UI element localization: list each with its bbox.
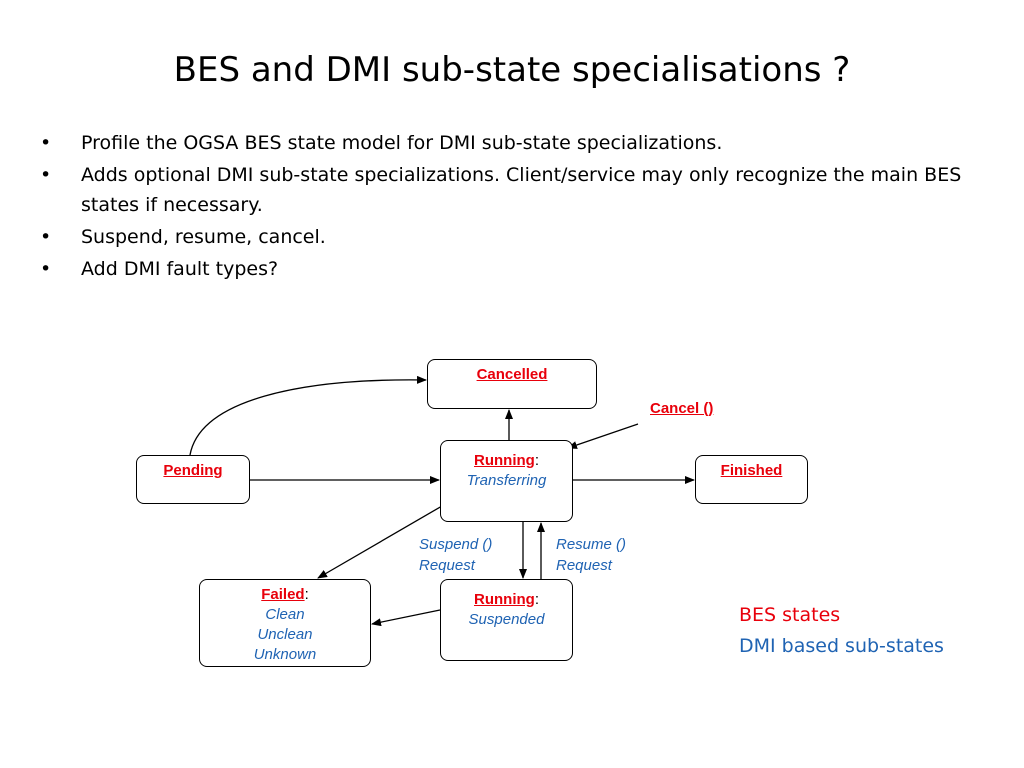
substate-label: Unclean [257, 626, 313, 643]
state-running-suspended: Running: Suspended [440, 579, 573, 661]
state-label: Failed [261, 586, 305, 603]
operation-text: Resume () [556, 536, 627, 553]
suspend-request-label: Suspend () Request [419, 534, 492, 576]
slide-title: BES and DMI sub-state specialisations ? [173, 50, 851, 90]
legend-bes-states: BES states [739, 604, 841, 626]
state-failed: Failed: Clean Unclean Unknown [199, 579, 371, 667]
state-label: Pending [163, 462, 223, 479]
state-separator: : [534, 452, 539, 469]
bullet-item: Suspend, resume, cancel. [40, 222, 980, 252]
state-pending: Pending [136, 455, 250, 504]
legend-dmi-substates: DMI based sub-states [739, 635, 944, 657]
resume-request-label: Resume () Request [556, 534, 626, 576]
arrow-pending-to-cancelled [189, 375, 427, 456]
substate-label: Transferring [466, 472, 547, 489]
operation-text: Suspend () [419, 536, 493, 553]
bullet-item: Add DMI fault types? [40, 254, 980, 284]
operation-text: Request [419, 557, 475, 574]
bullet-item: Adds optional DMI sub-state specializati… [40, 160, 980, 220]
substate-label: Unknown [253, 646, 317, 663]
arrow-cancel-op [567, 423, 639, 449]
state-cancelled: Cancelled [427, 359, 597, 409]
state-label: Running [474, 591, 535, 608]
state-running-transferring: Running: Transferring [440, 440, 573, 522]
cancel-operation-label: Cancel () [650, 400, 714, 417]
state-separator: : [534, 591, 539, 608]
arrow-running-to-failed [317, 505, 443, 579]
bullet-item: Profile the OGSA BES state model for DMI… [40, 128, 980, 158]
state-separator: : [304, 586, 309, 603]
state-label: Running [474, 452, 535, 469]
operation-text: Request [556, 557, 612, 574]
state-label: Finished [720, 462, 783, 479]
substate-label: Clean [265, 606, 305, 623]
state-finished: Finished [695, 455, 808, 504]
arrow-suspended-to-failed [371, 609, 441, 627]
bullet-list: Profile the OGSA BES state model for DMI… [40, 128, 980, 286]
legend: BES states DMI based sub-states [739, 600, 944, 662]
substate-label: Suspended [468, 611, 545, 628]
state-label: Cancelled [476, 366, 548, 383]
